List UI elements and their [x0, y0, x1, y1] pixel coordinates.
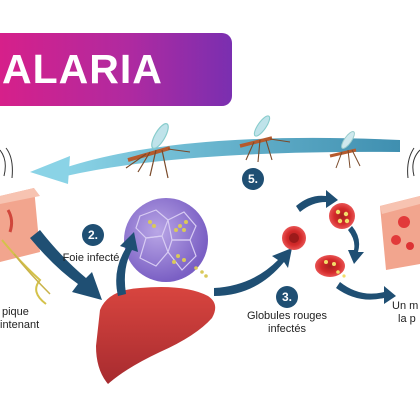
skin-icon	[0, 188, 51, 305]
infection-arrow	[30, 230, 102, 300]
left-partial-label: pique intenant	[0, 306, 46, 332]
page-title: ALARIA	[2, 46, 163, 92]
title-banner: ALARIA	[0, 33, 232, 106]
liver-infected-text: Foie infecté	[62, 252, 120, 264]
step-3-number: 3.	[281, 290, 292, 304]
step-5-number: 5.	[247, 172, 258, 186]
cells-to-blood-arrow	[214, 248, 292, 296]
mosquito-icon	[125, 123, 191, 179]
right-partial-line-2: la p	[398, 313, 416, 325]
mosquito-icon	[239, 115, 291, 163]
mosquito-icon	[0, 147, 420, 179]
left-partial-line-2: intenant	[0, 319, 40, 331]
step-5-badge: 5.	[242, 168, 264, 190]
mosquito-icon	[329, 131, 361, 169]
blood-arrow	[296, 190, 338, 212]
blood-arrow	[336, 282, 396, 304]
liver-to-cells-arrow	[116, 232, 138, 296]
step-3-badge: 3.	[276, 286, 298, 308]
liver-cells-icon	[124, 198, 208, 282]
infected-red-cells-line-1: Globules rouges	[246, 310, 328, 322]
skin-icon	[380, 196, 420, 270]
step-2-number: 2.	[87, 228, 98, 242]
step-2-label: Foie infecté	[56, 252, 126, 265]
right-partial-line-1: Un m	[392, 300, 419, 312]
return-arrow	[30, 137, 400, 184]
red-blood-cell-icon	[282, 226, 306, 250]
step-3-label: Globules rouges infectés	[236, 310, 338, 336]
right-partial-label: Un m la p	[392, 300, 420, 326]
left-partial-line-1: pique	[2, 306, 29, 318]
liver-icon	[96, 287, 216, 384]
step-2-badge: 2.	[82, 224, 104, 246]
infected-red-cells-line-2: infectés	[268, 323, 306, 335]
red-blood-cell-icon	[329, 203, 355, 229]
red-blood-cell-icon	[315, 255, 346, 278]
blood-arrow	[348, 226, 364, 264]
